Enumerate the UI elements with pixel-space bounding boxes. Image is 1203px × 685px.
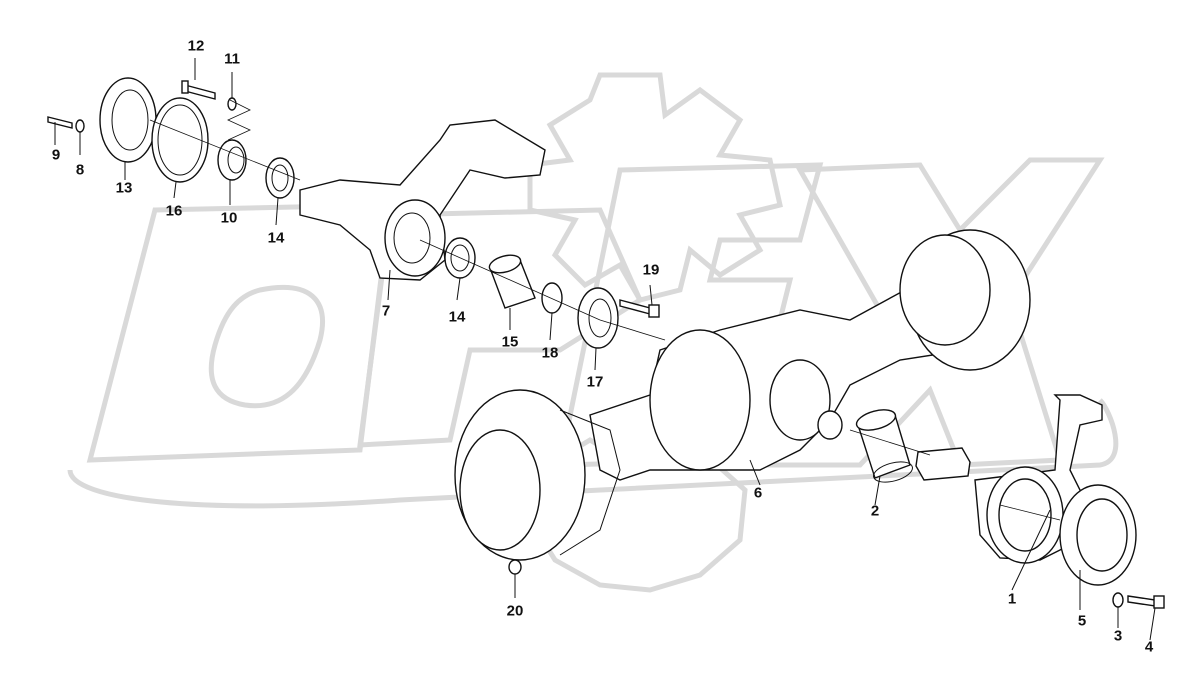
callout-8: 8: [75, 161, 85, 179]
part-6-axle-housing: [454, 229, 1031, 561]
part-18-seal: [541, 282, 563, 341]
callout-15: 15: [501, 333, 519, 351]
part-17-flange-ring: [577, 287, 619, 371]
callout-4: 4: [1144, 638, 1154, 656]
part-11-washer: [227, 72, 237, 111]
callout-14-lower: 14: [448, 308, 466, 326]
part-3-washer-right: [1112, 592, 1124, 628]
part-20-nut: [508, 559, 522, 598]
callout-12: 12: [187, 37, 205, 55]
callout-16: 16: [165, 202, 183, 220]
callout-9: 9: [51, 146, 61, 164]
callout-13: 13: [115, 179, 133, 197]
part-12-bolt: [181, 58, 216, 100]
callout-17: 17: [586, 373, 604, 391]
callout-7: 7: [381, 302, 391, 320]
part-19-bolt: [619, 284, 660, 318]
watermark-letter-o-inner: [208, 284, 325, 409]
callout-20: 20: [506, 602, 524, 620]
part-7-knuckle-left: [299, 119, 546, 301]
part-2-bushing: [855, 409, 913, 506]
part-5-flange-right: [1059, 484, 1137, 610]
callout-6: 6: [753, 484, 763, 502]
watermark-letter-o: [86, 202, 393, 463]
callout-14-upper: 14: [267, 229, 285, 247]
part-10-pin: [217, 139, 247, 205]
callout-11: 11: [224, 50, 240, 68]
part-15-bearing: [488, 254, 536, 330]
part-8-washer: [75, 119, 85, 155]
callout-1: 1: [1007, 590, 1017, 608]
callout-5: 5: [1077, 612, 1087, 630]
part-16-shim: [151, 97, 209, 199]
callout-18: 18: [541, 344, 559, 362]
callout-3: 3: [1113, 627, 1123, 645]
assembly-axis-lines: [149, 99, 1061, 521]
part-13-cover-plate: [99, 77, 157, 180]
callout-2: 2: [870, 502, 880, 520]
part-9-screw: [47, 116, 73, 145]
callout-10: 10: [220, 209, 238, 227]
callout-19: 19: [642, 261, 660, 279]
watermark-base-ring: [67, 398, 1119, 509]
part-4-bolt-right: [1127, 595, 1165, 641]
part-14-washer-lower: [444, 237, 476, 301]
